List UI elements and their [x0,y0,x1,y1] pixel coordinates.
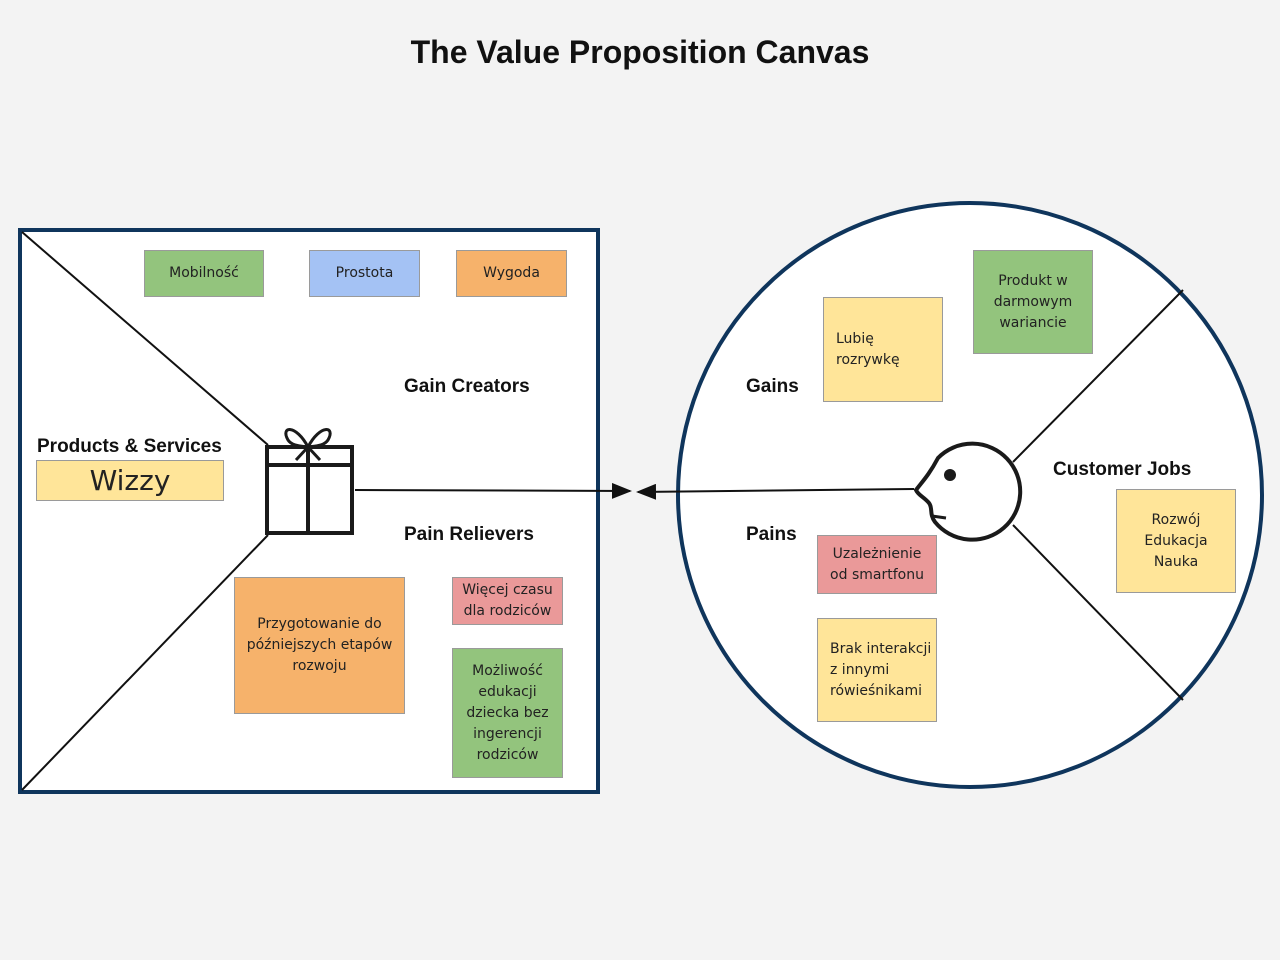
page-title: The Value Proposition Canvas [410,34,870,70]
pain-relievers-label: Pain Relievers [404,524,534,545]
customer-divider-top [1012,289,1184,463]
value-map-divider-bottom [21,534,269,791]
pain-reliever-note[interactable]: Możliwość edukacji dziecka bez ingerencj… [452,648,563,778]
product-note[interactable]: Wizzy [36,460,224,501]
fit-arrow-right [354,482,632,499]
gain-note[interactable]: Produkt w darmowym wariancie [973,250,1093,354]
value-map-divider-top [21,231,269,446]
gift-icon [265,428,354,535]
customer-jobs-label: Customer Jobs [1053,459,1192,480]
gains-label: Gains [746,376,799,397]
gain-creator-note[interactable]: Prostota [309,250,420,297]
gain-creator-note[interactable]: Wygoda [456,250,567,297]
customer-face-icon [913,441,1023,542]
products-services-label: Products & Services [37,436,222,457]
pain-note[interactable]: Brak interakcji z innymi rówieśnikami [817,618,937,722]
customer-job-note[interactable]: Rozwój Edukacja Nauka [1116,489,1236,593]
gain-creators-label: Gain Creators [404,376,530,397]
pains-label: Pains [746,524,797,545]
gain-note[interactable]: Lubię rozrywkę [823,297,943,402]
pain-note[interactable]: Uzależnienie od smartfonu [817,535,937,594]
customer-divider-bottom [1012,524,1184,701]
pain-reliever-note[interactable]: Więcej czasu dla rodziców [452,577,563,625]
pain-reliever-note[interactable]: Przygotowanie do późniejszych etapów roz… [234,577,405,714]
fit-arrow-left [636,483,915,500]
gain-creator-note[interactable]: Mobilność [144,250,264,297]
